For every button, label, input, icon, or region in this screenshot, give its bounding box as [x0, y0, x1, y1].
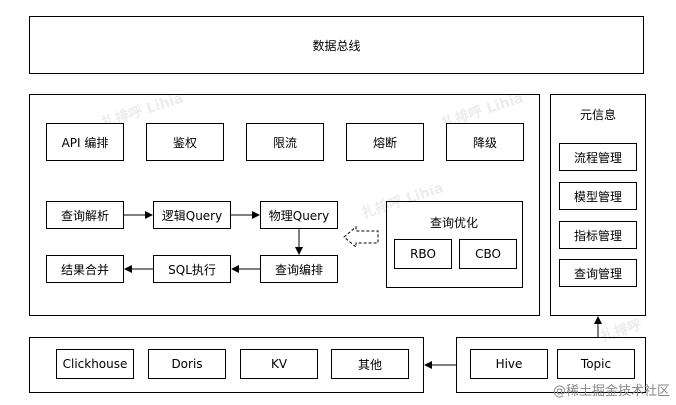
process-management-box: 流程管理 — [559, 143, 637, 171]
logical-query-box: 逻辑Query — [153, 201, 231, 229]
data-bus-box: 数据总线 — [29, 16, 644, 74]
engine-clickhouse-box: Clickhouse — [56, 349, 134, 379]
query-optimizer-title: 查询优化 — [430, 216, 479, 230]
query-optimizer-container — [386, 201, 523, 288]
rate-limit-box: 限流 — [246, 123, 324, 161]
sources-container — [456, 337, 646, 393]
degrade-box: 降级 — [446, 123, 524, 161]
community-watermark: @稀土掘金技术社区 — [552, 384, 670, 399]
engine-other-box: 其他 — [331, 349, 409, 379]
engine-kv-box: KV — [240, 349, 318, 379]
source-hive-box: Hive — [470, 349, 548, 379]
gateway-container — [29, 94, 540, 316]
model-management-box: 模型管理 — [559, 182, 637, 210]
source-topic-box: Topic — [557, 349, 635, 379]
sql-execute-box: SQL执行 — [153, 255, 231, 283]
metric-management-box: 指标管理 — [559, 221, 637, 249]
cbo-box: CBO — [459, 239, 517, 269]
query-parse-box: 查询解析 — [46, 201, 124, 229]
auth-box: 鉴权 — [146, 123, 224, 161]
engines-container — [29, 337, 424, 393]
rbo-box: RBO — [394, 239, 452, 269]
result-merge-box: 结果合并 — [46, 255, 124, 283]
query-management-box: 查询管理 — [559, 259, 637, 287]
circuit-breaker-box: 熔断 — [346, 123, 424, 161]
metadata-container — [550, 94, 646, 316]
metadata-title: 元信息 — [580, 108, 617, 122]
physical-query-box: 物理Query — [260, 201, 338, 229]
data-bus-label: 数据总线 — [312, 38, 361, 53]
engine-doris-box: Doris — [148, 349, 226, 379]
api-orchestration-box: API 编排 — [46, 123, 124, 161]
query-compile-box: 查询编排 — [260, 255, 338, 283]
